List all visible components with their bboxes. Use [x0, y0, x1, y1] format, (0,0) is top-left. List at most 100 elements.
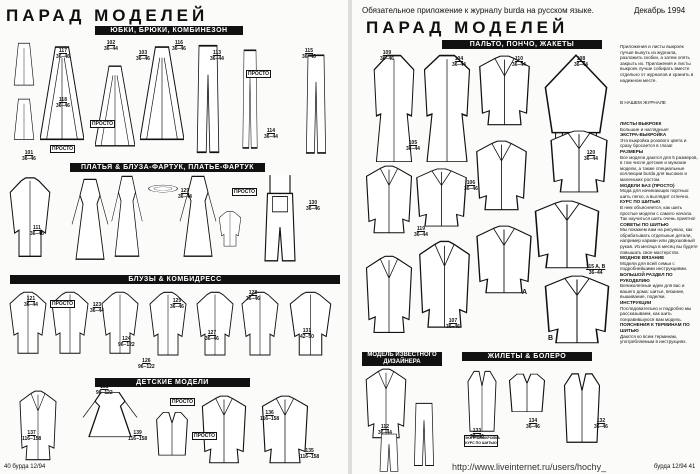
garment-illustration — [288, 290, 333, 362]
size-range: 36–44 — [512, 62, 526, 68]
size-range: 36–44 — [378, 430, 392, 436]
model-number: 121 — [26, 296, 36, 302]
garment-illustration — [190, 40, 226, 160]
size-range: 36–44 — [406, 146, 420, 152]
model-number: 129 — [180, 188, 190, 194]
model-number: 114 — [266, 128, 275, 134]
size-range: 116–158 — [128, 436, 148, 442]
model-number: 120 — [586, 150, 596, 156]
garment-illustration — [80, 390, 140, 440]
sidebar-item-heading: СОВЕТЫ ПО ШИТЬЮ — [620, 221, 669, 227]
garment-illustration — [110, 172, 144, 262]
garment-illustration — [422, 52, 472, 162]
sidebar-item-heading: ЛИСТЫ ВЫКРОЕК — [620, 121, 662, 126]
page-title-right: ПАРАД МОДЕЛЕЙ — [366, 18, 569, 37]
size-range: 36–46 — [446, 324, 460, 330]
garment-illustration — [532, 200, 602, 270]
garment-illustration — [372, 52, 416, 162]
sidebar-item-heading: МОДЕЛИ БАЗ (ПРОСТО) — [620, 182, 675, 188]
size-range: 36–46 — [172, 46, 186, 52]
band-blouses: БЛУЗЫ & КОМБИДРЕСС — [10, 275, 340, 284]
size-range: 36–44 — [588, 270, 603, 276]
garment-illustration — [195, 290, 235, 362]
variant-letter-b: B — [548, 335, 554, 342]
easy-tag: ПРОСТО — [170, 398, 196, 406]
sidebar-intro: Приложения и листы выкроек лучше вынуть … — [620, 44, 694, 83]
gutter — [348, 0, 352, 474]
size-range: 36–46 — [170, 304, 184, 310]
garment-illustration — [557, 370, 607, 450]
garment-illustration — [40, 40, 84, 150]
sidebar-item-text: В нем объясняется, как шить простые моде… — [620, 204, 696, 222]
sidebar-item-text: Даются ко всем терминам, употребляемым в… — [620, 333, 687, 345]
sidebar-item-heading: КУРС ПО ШИТЬЮ — [620, 199, 661, 205]
garment-illustration — [502, 372, 552, 416]
size-range: 36–46 — [30, 231, 44, 237]
model-number: 116 — [174, 40, 183, 46]
size-range: 36–46 — [136, 56, 150, 62]
sidebar-item-heading: МОДНОЕ ВЯЗАНИЕ — [620, 255, 665, 261]
garment-illustration — [70, 175, 110, 265]
size-range: 36–44 — [452, 62, 466, 68]
sidebar-item-text: Великолепные идеи для вас и вашего дома:… — [620, 283, 685, 300]
sidebar-heading: В НАШЕМ ЖУРНАЛЕ — [620, 100, 666, 105]
model-number: 102 — [106, 40, 116, 46]
size-range: 36–46 — [594, 424, 608, 430]
garment-illustration — [8, 175, 52, 265]
model-number: 106 — [466, 180, 476, 186]
garment-illustration — [474, 140, 529, 212]
sidebar-item-text: Модели для всей семьи с подробнейшими ин… — [620, 260, 688, 272]
size-range: 36–44 — [90, 308, 104, 314]
size-range: 36–46 — [22, 156, 36, 162]
model-number: 109 — [382, 50, 392, 56]
folio-left: 40 бурда 12/94 — [4, 464, 46, 470]
size-range: 96–122 — [118, 342, 135, 348]
issue-date: Декабрь 1994 — [634, 6, 686, 15]
size-range: 36–44 — [264, 134, 278, 140]
model-number: 139 — [133, 430, 142, 436]
garment-illustration — [408, 400, 440, 470]
size-range: 36–46 — [205, 336, 219, 342]
model-number: 130 — [308, 200, 318, 206]
sidebar-item-text: Мода для начинающих портных: шить легко,… — [620, 188, 690, 199]
size-range: 116–158 — [22, 436, 42, 442]
size-range: 36–44 — [104, 46, 118, 52]
sidebar-item-heading: ЭКСТРА-ВЫКРОЙКА — [620, 132, 667, 138]
sidebar-item-heading: РАЗМЕРЫ — [620, 148, 644, 154]
model-number: 103 — [138, 50, 148, 56]
sidebar-item-text: Эта выкройка розового цвета и сразу брос… — [620, 137, 687, 149]
garment-illustration — [240, 290, 280, 362]
garment-illustration — [10, 96, 38, 144]
model-number: 115 A, B — [586, 264, 606, 270]
page-title-left: ПАРАД МОДЕЛЕЙ — [6, 6, 209, 25]
easy-tag: ПРОСТО — [50, 145, 76, 153]
garment-illustration — [140, 40, 184, 150]
course-note: ЭКСТРАВЫКРОЙКА КУРС ПО ШИТЬЮ — [464, 435, 500, 447]
size-range: 36–44 — [24, 302, 38, 308]
garment-illustration — [548, 130, 610, 194]
model-number: 136 — [265, 410, 274, 416]
left-page: ПАРАД МОДЕЛЕЙ ЮБКИ, БРЮКИ, КОМБИНЕЗОН ПЛ… — [0, 0, 348, 474]
garment-illustration — [364, 255, 414, 335]
model-number: 111 — [33, 225, 41, 231]
model-number: 131 — [302, 328, 312, 334]
